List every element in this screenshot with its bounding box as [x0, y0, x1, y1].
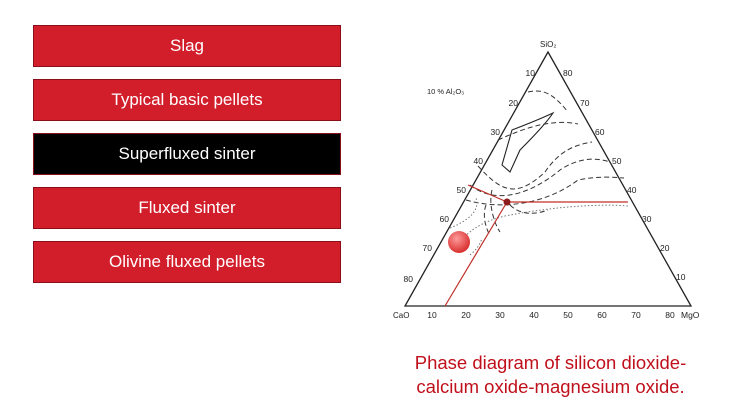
- right-tick: 40: [627, 185, 637, 195]
- boundary-line: [497, 121, 579, 141]
- dotted-curve: [469, 237, 483, 256]
- right-tick: 80: [563, 68, 573, 78]
- boundary-line: [527, 90, 569, 113]
- fluxed-sinter-button[interactable]: Fluxed sinter: [33, 187, 341, 229]
- bottom-tick: 20: [461, 310, 471, 320]
- left-tick: 10: [526, 68, 536, 78]
- apex-label-left: CaO: [393, 311, 409, 320]
- right-tick: 30: [642, 214, 652, 224]
- apex-label-right: MgO: [681, 310, 700, 320]
- bottom-tick: 10: [427, 310, 437, 320]
- diagram-caption: Phase diagram of silicon dioxide- calciu…: [378, 351, 723, 399]
- boundary-line: [469, 158, 611, 197]
- left-tick: 20: [509, 98, 519, 108]
- superfluxed-sinter-button[interactable]: Superfluxed sinter: [33, 133, 341, 175]
- left-tick: 70: [423, 243, 433, 253]
- bottom-tick: 50: [563, 310, 573, 320]
- left-tick: 40: [474, 156, 484, 166]
- composition-line: [444, 201, 508, 307]
- bottom-tick: 70: [631, 310, 641, 320]
- right-axis-ticks: 80 70 60 50 40 30 20 10: [563, 68, 686, 282]
- bottom-tick: 40: [529, 310, 539, 320]
- apex-label-top: SiO₂: [540, 40, 556, 49]
- left-tick: 50: [457, 185, 467, 195]
- bottom-tick: 60: [597, 310, 607, 320]
- olivine-pellet-marker: [448, 231, 470, 253]
- left-axis-ticks: 10 20 30 40 50 60 70 80: [404, 68, 536, 284]
- left-tick: 80: [404, 274, 414, 284]
- caption-line-1: Phase diagram of silicon dioxide-: [414, 352, 687, 373]
- boundary-line: [465, 176, 625, 206]
- bottom-axis-ticks: 10 20 30 40 50 60 70 80: [427, 310, 675, 320]
- alumina-note: 10 % Al₂O₃: [427, 87, 464, 96]
- caption-line-2: calcium oxide-magnesium oxide.: [416, 376, 685, 397]
- left-tick: 30: [491, 127, 501, 137]
- triangle-frame: [403, 50, 693, 307]
- intersection-point: [503, 198, 511, 206]
- slag-button[interactable]: Slag: [33, 25, 341, 67]
- composition-line: [467, 184, 508, 203]
- right-tick: 50: [612, 156, 622, 166]
- dotted-curve: [459, 204, 629, 243]
- left-tick: 60: [440, 214, 450, 224]
- right-tick: 20: [660, 243, 670, 253]
- bottom-tick: 80: [665, 310, 675, 320]
- phase-boundaries: [465, 90, 625, 237]
- right-tick: 70: [580, 98, 590, 108]
- composition-lines: [444, 184, 628, 307]
- bottom-tick: 30: [495, 310, 505, 320]
- olivine-fluxed-pellets-button[interactable]: Olivine fluxed pellets: [33, 241, 341, 283]
- boundary-line: [483, 204, 491, 237]
- boundary-line: [509, 204, 549, 214]
- boundary-line: [477, 141, 593, 190]
- right-tick: 60: [595, 127, 605, 137]
- liquidus-region: [501, 111, 555, 173]
- boundary-line: [490, 189, 501, 233]
- typical-basic-pellets-button[interactable]: Typical basic pellets: [33, 79, 341, 121]
- right-tick: 10: [676, 272, 686, 282]
